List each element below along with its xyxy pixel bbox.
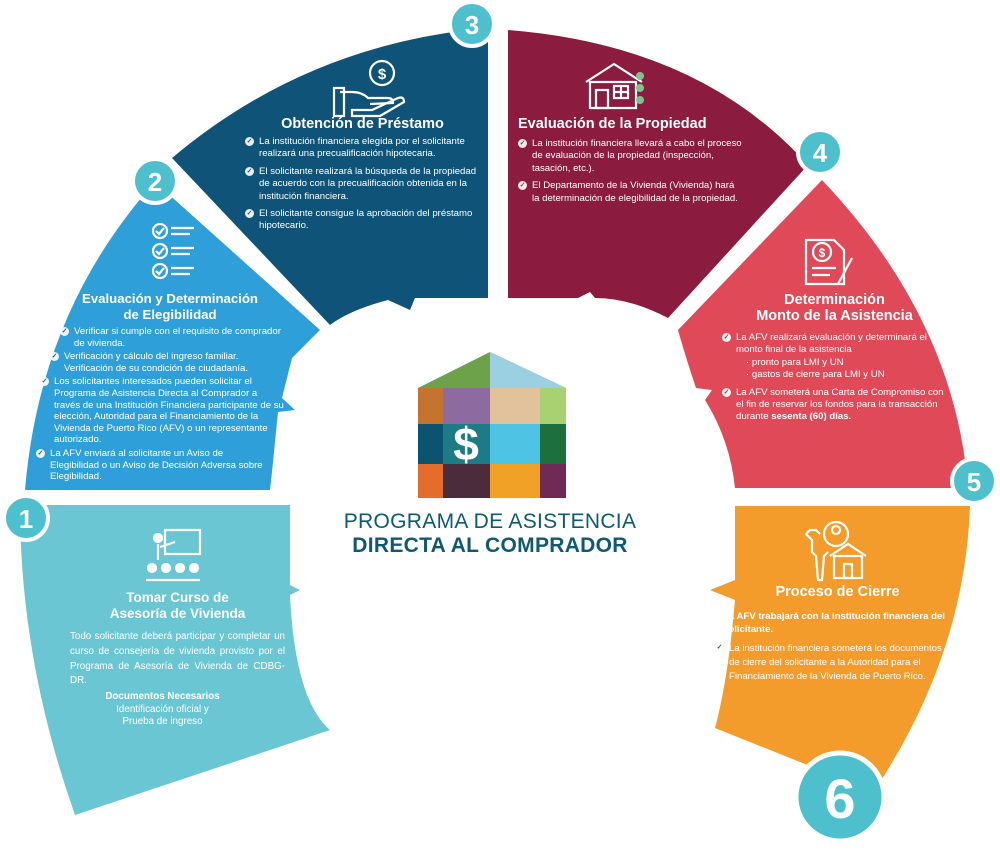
badge-6: 6 xyxy=(793,750,887,844)
list-item: La AFV enviará al solicitante un Aviso d… xyxy=(36,448,270,483)
step-5-title: Determinación Monto de la Asistencia xyxy=(756,292,913,324)
list-item: La AFV someterá una Carta de Compromiso … xyxy=(722,387,947,424)
list-item: La AFV realizará evaluación y determinar… xyxy=(722,332,947,382)
list-item: El solicitante realizará la búsqueda de … xyxy=(245,166,480,203)
list-item: El solicitante consigue la aprobación de… xyxy=(245,208,480,233)
checklist-icon xyxy=(151,222,194,280)
step-1-content: Tomar Curso de Asesoría de Vivienda Todo… xyxy=(70,590,285,729)
presentation-icon xyxy=(146,528,202,582)
svg-text:6: 6 xyxy=(824,767,855,830)
svg-text:3: 3 xyxy=(465,10,479,40)
svg-text:$: $ xyxy=(819,246,826,260)
svg-text:$: $ xyxy=(453,418,479,470)
step-1-docs: Documentos Necesarios Identificación ofi… xyxy=(70,691,285,729)
svg-text:$: $ xyxy=(378,66,387,83)
step-6-lead: La AFV trabajará con la institución fina… xyxy=(723,611,945,635)
svg-text:2: 2 xyxy=(148,167,162,197)
segment-1 xyxy=(20,505,330,815)
step-6-title: Proceso de Cierre xyxy=(775,584,900,600)
svg-text:1: 1 xyxy=(19,504,33,534)
money-hand-icon: $ xyxy=(332,59,406,118)
list-item: La institución financiera llevará a cabo… xyxy=(518,138,743,175)
badge-1: 1 xyxy=(2,494,50,542)
sub-item: · gastos de cierre para LMI y UN xyxy=(746,369,885,381)
list-item: Verificar si cumple con el requisito de … xyxy=(60,326,284,349)
list-item: La institución financiera elegida por el… xyxy=(245,136,480,161)
step-3-content: Obtención de Préstamo La institución fin… xyxy=(245,116,480,238)
house-logo: $ xyxy=(418,352,566,498)
house-check-icon xyxy=(585,62,644,110)
step-5-content: Determinación Monto de la Asistencia La … xyxy=(722,292,947,429)
badge-5: 5 xyxy=(950,457,998,505)
step-1-title: Tomar Curso de Asesoría de Vivienda xyxy=(109,590,246,621)
step-2-title: Evaluación y Determinación de Elegibilid… xyxy=(82,291,258,322)
list-item: Verificación y cálculo del ingreso famil… xyxy=(50,351,284,374)
svg-text:4: 4 xyxy=(813,138,828,168)
svg-text:5: 5 xyxy=(967,467,981,497)
program-title: PROGRAMA DE ASISTENCIA DIRECTA AL COMPRA… xyxy=(343,510,637,557)
list-item: El Departamento de la Vivienda (Vivienda… xyxy=(518,180,743,205)
step-6-points: La institución financiera someterá los d… xyxy=(715,642,950,684)
key-house-icon xyxy=(804,520,867,582)
step-4-title: Evaluación de la Propiedad xyxy=(518,116,707,132)
step-3-points: La institución financiera elegida por el… xyxy=(245,136,480,233)
docs-title: Documentos Necesarios xyxy=(105,691,220,703)
badge-3: 3 xyxy=(448,0,496,48)
docs-line-1: Identificación oficial y xyxy=(116,703,209,715)
document-dollar-icon: $ xyxy=(804,238,853,286)
docs-line-2: Prueba de ingreso xyxy=(122,716,203,728)
step-4-content: Evaluación de la Propiedad La institució… xyxy=(518,116,743,210)
step-3-title: Obtención de Préstamo xyxy=(281,116,444,132)
step-2-points: Verificar si cumple con el requisito de … xyxy=(34,326,284,483)
step-1-body: Todo solicitante deberá participar y com… xyxy=(70,631,285,687)
badge-2: 2 xyxy=(131,157,179,205)
step-6-content: Proceso de Cierre La AFV trabajará con l… xyxy=(715,584,950,689)
sub-item: · pronto para LMI y UN xyxy=(746,356,844,368)
step-5-points: La AFV realizará evaluación y determinar… xyxy=(722,332,947,424)
list-item: La institución financiera someterá los d… xyxy=(715,642,950,684)
badge-4: 4 xyxy=(796,128,844,176)
list-item: Los solicitantes interesados pueden soli… xyxy=(40,376,284,446)
step-4-points: La institución financiera llevará a cabo… xyxy=(518,138,743,205)
step-2-content: Evaluación y Determinación de Elegibilid… xyxy=(34,291,284,485)
